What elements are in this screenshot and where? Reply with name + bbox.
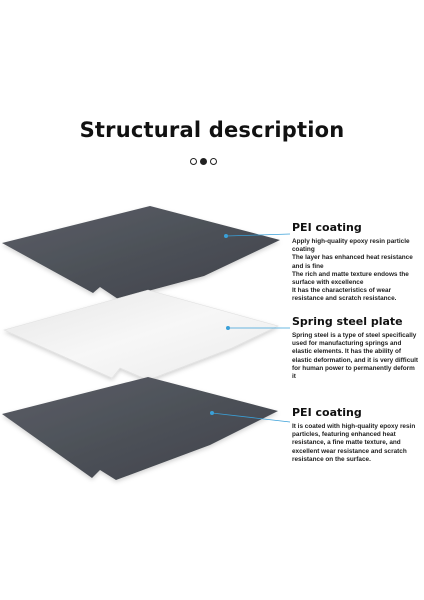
layer-title: PEI coating xyxy=(292,406,362,419)
leader-line-3 xyxy=(210,411,291,423)
layer-description: Apply high-quality epoxy resin particle … xyxy=(292,238,413,303)
layer-label-pei-top: PEI coating Apply high-quality epoxy res… xyxy=(292,221,420,304)
layer-label-spring-steel: Spring steel plate Spring steel is a typ… xyxy=(292,315,420,381)
layer-title: PEI coating xyxy=(292,221,362,234)
leader-line-1 xyxy=(224,233,291,238)
spring-steel-plate xyxy=(3,289,279,381)
pei-coating-bottom-plate xyxy=(2,377,278,480)
layer-label-pei-bottom: PEI coating It is coated with high-quali… xyxy=(292,406,420,464)
carousel-dot[interactable] xyxy=(190,158,197,165)
layer-description: Spring steel is a type of steel specific… xyxy=(292,332,419,381)
carousel-dot[interactable] xyxy=(210,158,217,165)
layer-description: It is coated with high-quality epoxy res… xyxy=(292,423,416,463)
pei-coating-top-plate xyxy=(2,206,280,299)
carousel-dot-active[interactable] xyxy=(200,158,207,165)
page-title: Structural description xyxy=(79,118,345,142)
leader-line-2 xyxy=(226,326,290,330)
carousel-indicator xyxy=(190,158,234,166)
layer-title: Spring steel plate xyxy=(292,315,403,328)
